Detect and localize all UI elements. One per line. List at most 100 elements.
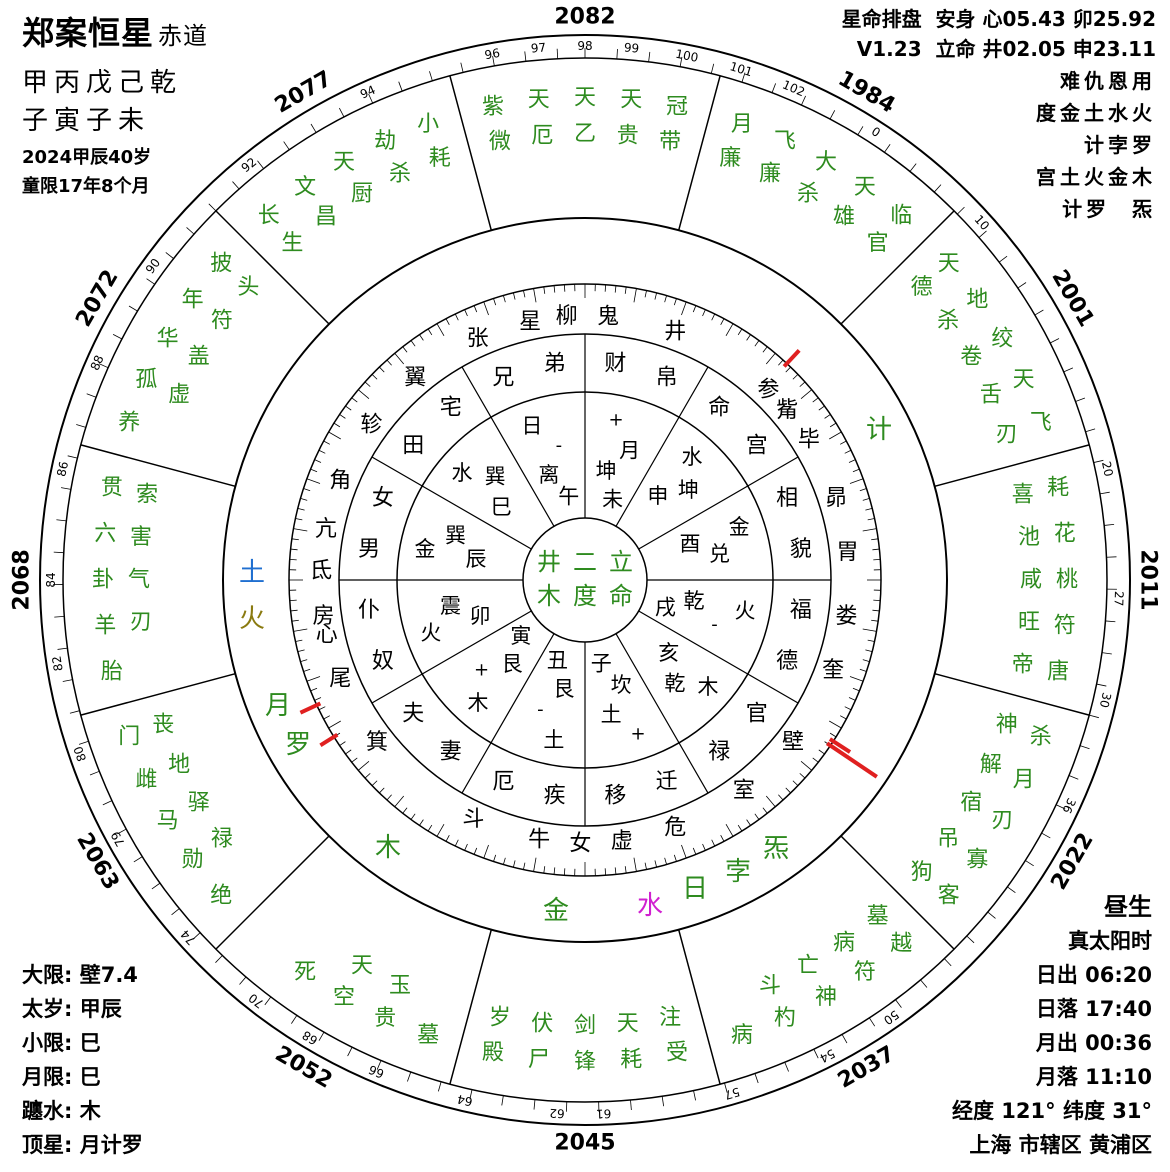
mansion-label: 房 [313,604,335,629]
year-label: 2037 [834,1041,900,1093]
palace-label: 男 [358,537,380,562]
outer-star: 虚 [168,383,190,408]
mansion-tick [297,508,305,511]
palace-label: 女 [372,486,394,511]
outer-star: 客 [938,884,960,909]
year-label: 2082 [554,5,615,30]
branch-label: 卯 [470,604,491,628]
mansion-tick [848,697,856,701]
palace-label: 宅 [440,396,462,421]
palace-label: 福 [790,598,812,623]
palace-label: 仆 [358,598,380,623]
age-tick [291,1015,298,1024]
mansion-tick [862,659,870,662]
outer-star: 天 [333,150,355,175]
true-solar: 真太阳时 [1068,929,1152,953]
mansion-tick [624,286,627,294]
mansion-tick [711,313,716,321]
branch-label: 辰 [466,547,487,571]
branch-label: 坤 [596,459,617,483]
mansion-tick [371,780,378,786]
age-tick [86,393,97,398]
inner-divider [461,366,555,527]
outer-star: 丧 [152,713,174,738]
age-tick [741,72,746,83]
outer-star: 紫 [482,94,504,119]
mansion-tick [310,468,318,473]
age-tick [533,1099,536,1110]
mansion-label: 箕 [366,730,388,755]
year-label: 2011 [1136,549,1161,610]
age-tick [920,979,928,988]
mansion-tick [290,609,298,612]
mansion-tick [852,468,860,473]
mansion-tick [523,290,526,298]
mansion-label: 虚 [611,829,633,854]
mansion-tick [386,794,392,801]
title-subtitle: 赤道 [158,22,209,50]
mansion-label: 危 [664,816,686,841]
age-tick [56,519,67,522]
age-tick [368,93,374,104]
outer-star: 天 [938,251,960,276]
age-tick [998,255,1008,263]
age-label: 27 [1111,591,1126,607]
mansion-tick [503,857,506,865]
outer-star: 旺 [1018,610,1040,635]
mansion-tick [473,305,478,313]
age-tick [257,160,264,169]
age-tick [1089,714,1099,719]
mansion-tick [720,318,725,326]
mansion-tick [543,286,546,294]
mansion-label: 昴 [825,486,847,511]
mansion-tick [523,862,526,870]
age-tick [54,616,65,618]
year-label: 2052 [271,1041,337,1093]
age-tick [407,1071,412,1082]
mansion-label: 参 [757,378,779,403]
age-tick [437,1081,442,1092]
year-label: 2022 [1046,829,1098,895]
palace-label: 移 [604,783,626,808]
age-tick [1105,620,1116,623]
outer-star: 贯 [101,476,123,501]
mansion-label: 室 [733,778,755,803]
outer-star: 劫 [374,129,396,154]
mansion-tick [297,649,305,652]
outer-star: 天 [620,88,642,113]
planet-火: 火 [239,604,265,634]
outer-star: 勋 [182,847,204,872]
mansion-tick [543,866,546,874]
outer-divider [934,444,1090,488]
chart-title: 郑案恒星赤道 [22,8,208,54]
mansion-tick [859,668,867,672]
planet-计: 计 [866,415,892,445]
year-label: 2068 [10,549,35,610]
outer-star: 天 [854,175,876,200]
outer-star: 狗 [911,860,933,885]
age-tick [232,181,240,190]
age-tick [151,882,161,890]
branch-label: 亥 [658,641,679,665]
age-label: 57 [723,1084,742,1102]
year-line: 2024甲辰40岁 [22,147,152,168]
mansion-tick [633,857,637,872]
mansion-tick [862,528,877,532]
outer-star: 杀 [937,309,959,334]
mansion-tick [865,649,873,652]
year-label: 2077 [271,66,337,118]
outer-divider [215,210,330,325]
mansion-tick [812,397,819,403]
age-tick [89,770,100,776]
outer-star: 注 [659,1005,681,1030]
mansion-tick [754,340,760,347]
age-tick [648,51,651,62]
age-label: 36 [1059,796,1078,816]
age-label: 68 [300,1028,320,1048]
info-line7: 计罗 炁 [1062,197,1156,221]
age-tick [1099,491,1110,495]
mansion-tick [328,431,341,440]
mansion-tick [300,498,308,501]
outer-star: 寡 [966,847,988,872]
age-tick [283,141,290,151]
